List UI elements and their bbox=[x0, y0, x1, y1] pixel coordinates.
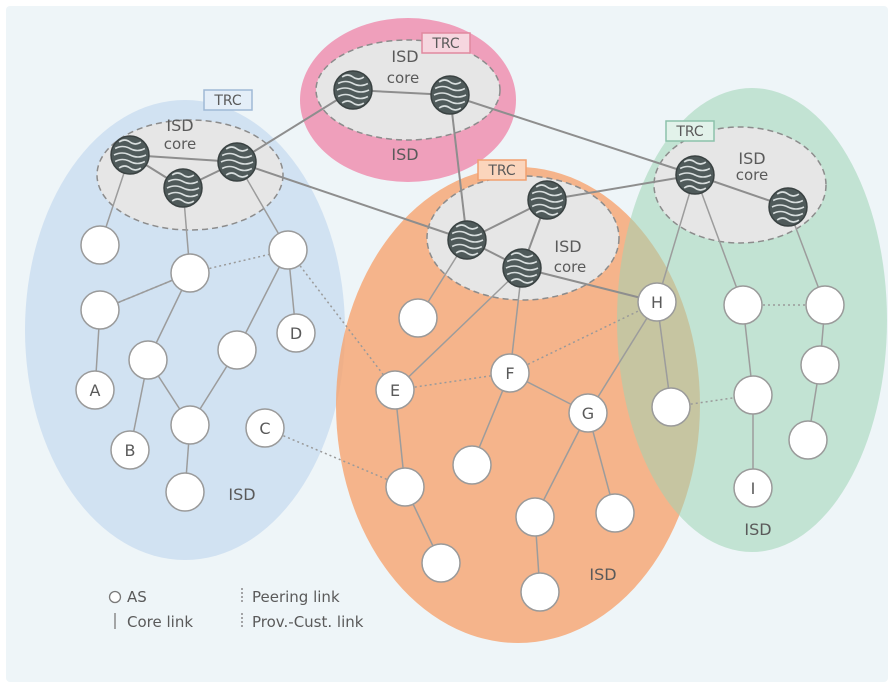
isd-label-pink: ISD bbox=[391, 145, 418, 164]
as-node-c bbox=[245, 408, 285, 448]
core-router-icon bbox=[217, 142, 257, 182]
as-node bbox=[385, 467, 425, 507]
isd-core-label-orange-2: core bbox=[554, 258, 587, 276]
trc-badge-orange: TRC bbox=[477, 159, 527, 181]
core-router-icon bbox=[430, 75, 470, 115]
legend: AS Core link Peering link Prov.-Cust. li… bbox=[108, 588, 364, 631]
as-node bbox=[170, 405, 210, 445]
svg-text:TRC: TRC bbox=[213, 93, 242, 109]
core-router-icon bbox=[502, 248, 542, 288]
core-link-b2-o1 bbox=[236, 161, 468, 241]
as-node bbox=[398, 298, 438, 338]
as-node-g bbox=[568, 393, 608, 433]
as-node-label-i: I bbox=[751, 479, 756, 498]
core-router-icon bbox=[163, 168, 203, 208]
core-router-icon bbox=[768, 187, 808, 227]
as-node bbox=[733, 375, 773, 415]
as-node-i bbox=[733, 468, 773, 508]
as-node-d bbox=[276, 313, 316, 353]
as-node-b bbox=[110, 430, 150, 470]
as-node-label-f: F bbox=[505, 364, 514, 383]
as-node bbox=[805, 285, 845, 325]
prov-cust-link-o3-E bbox=[394, 267, 523, 391]
isd-core-label-pink-2: core bbox=[387, 69, 420, 87]
core-router-icon bbox=[527, 180, 567, 220]
as-node-label-d: D bbox=[290, 324, 302, 343]
svg-text:TRC: TRC bbox=[487, 163, 516, 179]
peering-link-bn3-E bbox=[287, 249, 396, 391]
legend-peering-link-label: Peering link bbox=[252, 588, 340, 606]
isd-core-label-orange: ISD bbox=[554, 237, 581, 256]
isd-core-label-pink: ISD bbox=[391, 47, 418, 66]
core-link-o3-H bbox=[521, 267, 658, 303]
as-node bbox=[651, 387, 691, 427]
legend-as-label: AS bbox=[127, 588, 147, 606]
as-node-h bbox=[637, 282, 677, 322]
isd-label-green: ISD bbox=[744, 520, 771, 539]
svg-text:TRC: TRC bbox=[431, 36, 460, 52]
peering-link-F-H bbox=[509, 301, 658, 374]
as-node-label-c: C bbox=[259, 419, 270, 438]
core-router-icon bbox=[333, 70, 373, 110]
as-node bbox=[595, 493, 635, 533]
as-node bbox=[80, 225, 120, 265]
isd-core-label-green: ISD bbox=[738, 149, 765, 168]
as-node-label-e: E bbox=[390, 381, 400, 400]
core-router-icon bbox=[110, 135, 150, 175]
isd-core-pink bbox=[315, 39, 501, 141]
core-link-o2-g1 bbox=[546, 174, 696, 201]
isd-label-blue: ISD bbox=[228, 485, 255, 504]
as-node-label-g: G bbox=[582, 404, 594, 423]
core-link-p2-g1 bbox=[449, 94, 696, 176]
as-node bbox=[170, 253, 210, 293]
isd-core-label-green-2: core bbox=[736, 166, 769, 184]
as-node bbox=[800, 345, 840, 385]
isd-core-label-blue-2: core bbox=[164, 135, 197, 153]
as-node bbox=[520, 572, 560, 612]
legend-core-link-label: Core link bbox=[127, 613, 193, 631]
trc-badge-green: TRC bbox=[665, 120, 715, 142]
as-node-label-h: H bbox=[651, 293, 663, 312]
svg-text:TRC: TRC bbox=[675, 124, 704, 140]
core-link-p2-o1 bbox=[449, 94, 468, 241]
trc-badge-pink: TRC bbox=[421, 32, 471, 54]
isd-label-orange: ISD bbox=[589, 565, 616, 584]
as-node-f bbox=[490, 353, 530, 393]
as-node-a bbox=[75, 370, 115, 410]
prov-cust-link-g1-H bbox=[656, 174, 696, 303]
as-node bbox=[165, 472, 205, 512]
nodes-layer: D A C B E F G H I bbox=[75, 70, 845, 612]
as-node bbox=[515, 497, 555, 537]
as-node-e bbox=[375, 370, 415, 410]
as-node bbox=[421, 543, 461, 583]
peering-link-C-on3 bbox=[264, 427, 406, 488]
isd-core-label-blue: ISD bbox=[166, 116, 193, 135]
core-router-icon bbox=[447, 220, 487, 260]
as-node bbox=[80, 290, 120, 330]
as-node bbox=[217, 330, 257, 370]
as-node-label-b: B bbox=[125, 441, 136, 460]
as-node bbox=[452, 445, 492, 485]
as-node bbox=[268, 230, 308, 270]
core-link-b2-p1 bbox=[236, 89, 354, 163]
legend-prov-cust-link-label: Prov.-Cust. link bbox=[252, 613, 364, 631]
as-node bbox=[128, 340, 168, 380]
core-router-icon bbox=[675, 155, 715, 195]
as-node bbox=[788, 420, 828, 460]
prov-cust-link-g1-gn1 bbox=[694, 174, 744, 306]
as-node-label-a: A bbox=[90, 381, 101, 400]
peering-link-gn0-gn4 bbox=[670, 394, 754, 408]
as-node bbox=[723, 285, 763, 325]
trc-badge-blue: TRC bbox=[203, 89, 253, 111]
prov-cust-link-H-G bbox=[587, 301, 658, 414]
legend-as-symbol bbox=[108, 590, 122, 604]
